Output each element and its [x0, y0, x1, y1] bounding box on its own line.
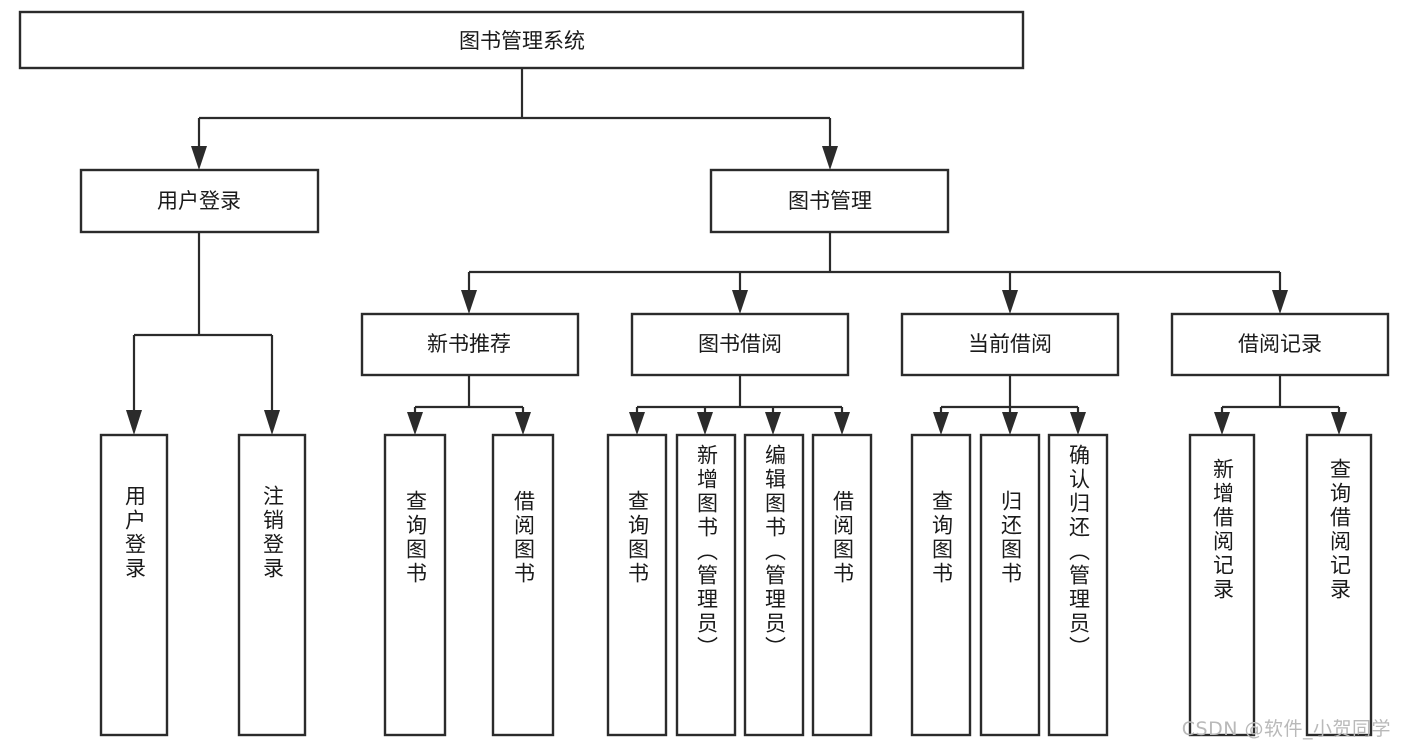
arrowhead-leaf-br-1: [1331, 412, 1347, 435]
node-borrow-record-label: 借阅记录: [1238, 332, 1322, 356]
leaf-box-login-1[interactable]: [237, 433, 307, 737]
node-current-borrow-box[interactable]: [900, 312, 1120, 377]
node-root-box[interactable]: [18, 10, 1025, 70]
leaf-box-cb-0[interactable]: [910, 433, 972, 737]
connector-group-user-login: [126, 232, 280, 435]
arrowhead-leaf-login-1: [264, 410, 280, 435]
node-book-borrow-box[interactable]: [630, 312, 850, 377]
arrowhead-leaf-bb-0: [629, 412, 645, 435]
connector-group-current-borrow: [933, 375, 1086, 435]
node-book-borrow-label: 图书借阅: [698, 332, 782, 356]
node-current-borrow[interactable]: [900, 312, 1120, 377]
leaf-box-nbr-0[interactable]: [383, 433, 447, 737]
arrowhead-borrow-record: [1272, 290, 1288, 314]
connector-group-root: [191, 68, 838, 170]
node-book-borrow[interactable]: [630, 312, 850, 377]
connector-group-borrow-record: [1214, 375, 1347, 435]
arrowhead-leaf-cb-0: [933, 412, 949, 435]
arrowhead-leaf-login-0: [126, 410, 142, 435]
node-user-login-box[interactable]: [79, 168, 320, 234]
arrowhead-leaf-bb-2: [765, 412, 781, 435]
leaf-box-cb-2[interactable]: [1047, 433, 1109, 737]
node-root-label: 图书管理系统: [459, 29, 585, 53]
leaf-box-bb-2[interactable]: [743, 433, 805, 737]
arrowhead-leaf-bb-3: [834, 412, 850, 435]
arrowhead-new-book-rec: [461, 290, 477, 314]
leaf-box-cb-1[interactable]: [979, 433, 1041, 737]
node-new-book-rec-label: 新书推荐: [427, 332, 511, 356]
leaf-box-bb-3[interactable]: [811, 433, 873, 737]
arrowhead-book-manage: [822, 146, 838, 170]
arrowhead-user-login: [191, 146, 207, 170]
arrowhead-leaf-cb-2: [1070, 412, 1086, 435]
arrowhead-leaf-nbr-1: [515, 412, 531, 435]
node-new-book-rec[interactable]: [360, 312, 580, 377]
node-user-login[interactable]: [79, 168, 320, 234]
arrowhead-leaf-cb-1: [1002, 412, 1018, 435]
leaf-box-login-0[interactable]: [99, 433, 169, 737]
leaf-box-nbr-1[interactable]: [491, 433, 555, 737]
leaf-box-bb-1[interactable]: [675, 433, 737, 737]
node-user-login-label: 用户登录: [157, 189, 241, 213]
node-borrow-record[interactable]: [1170, 312, 1390, 377]
node-current-borrow-label: 当前借阅: [968, 332, 1052, 356]
node-book-manage[interactable]: [709, 168, 950, 234]
leaf-box-br-1[interactable]: [1305, 433, 1373, 737]
arrowhead-leaf-br-0: [1214, 412, 1230, 435]
arrowhead-leaf-bb-1: [697, 412, 713, 435]
arrowhead-current-borrow: [1002, 290, 1018, 314]
node-book-manage-box[interactable]: [709, 168, 950, 234]
arrowhead-leaf-nbr-0: [407, 412, 423, 435]
node-book-manage-label: 图书管理: [788, 189, 872, 213]
node-borrow-record-box[interactable]: [1170, 312, 1390, 377]
leaf-box-bb-0[interactable]: [606, 433, 668, 737]
arrowhead-book-borrow: [732, 290, 748, 314]
leaf-box-br-0[interactable]: [1188, 433, 1256, 737]
connector-group-book-manage: [461, 232, 1288, 314]
connector-group-new-book-rec: [407, 375, 531, 435]
csdn-watermark: CSDN @软件_小贺同学: [1181, 718, 1391, 740]
node-root[interactable]: [18, 10, 1025, 70]
connector-group-book-borrow: [629, 375, 850, 435]
node-new-book-rec-box[interactable]: [360, 312, 580, 377]
